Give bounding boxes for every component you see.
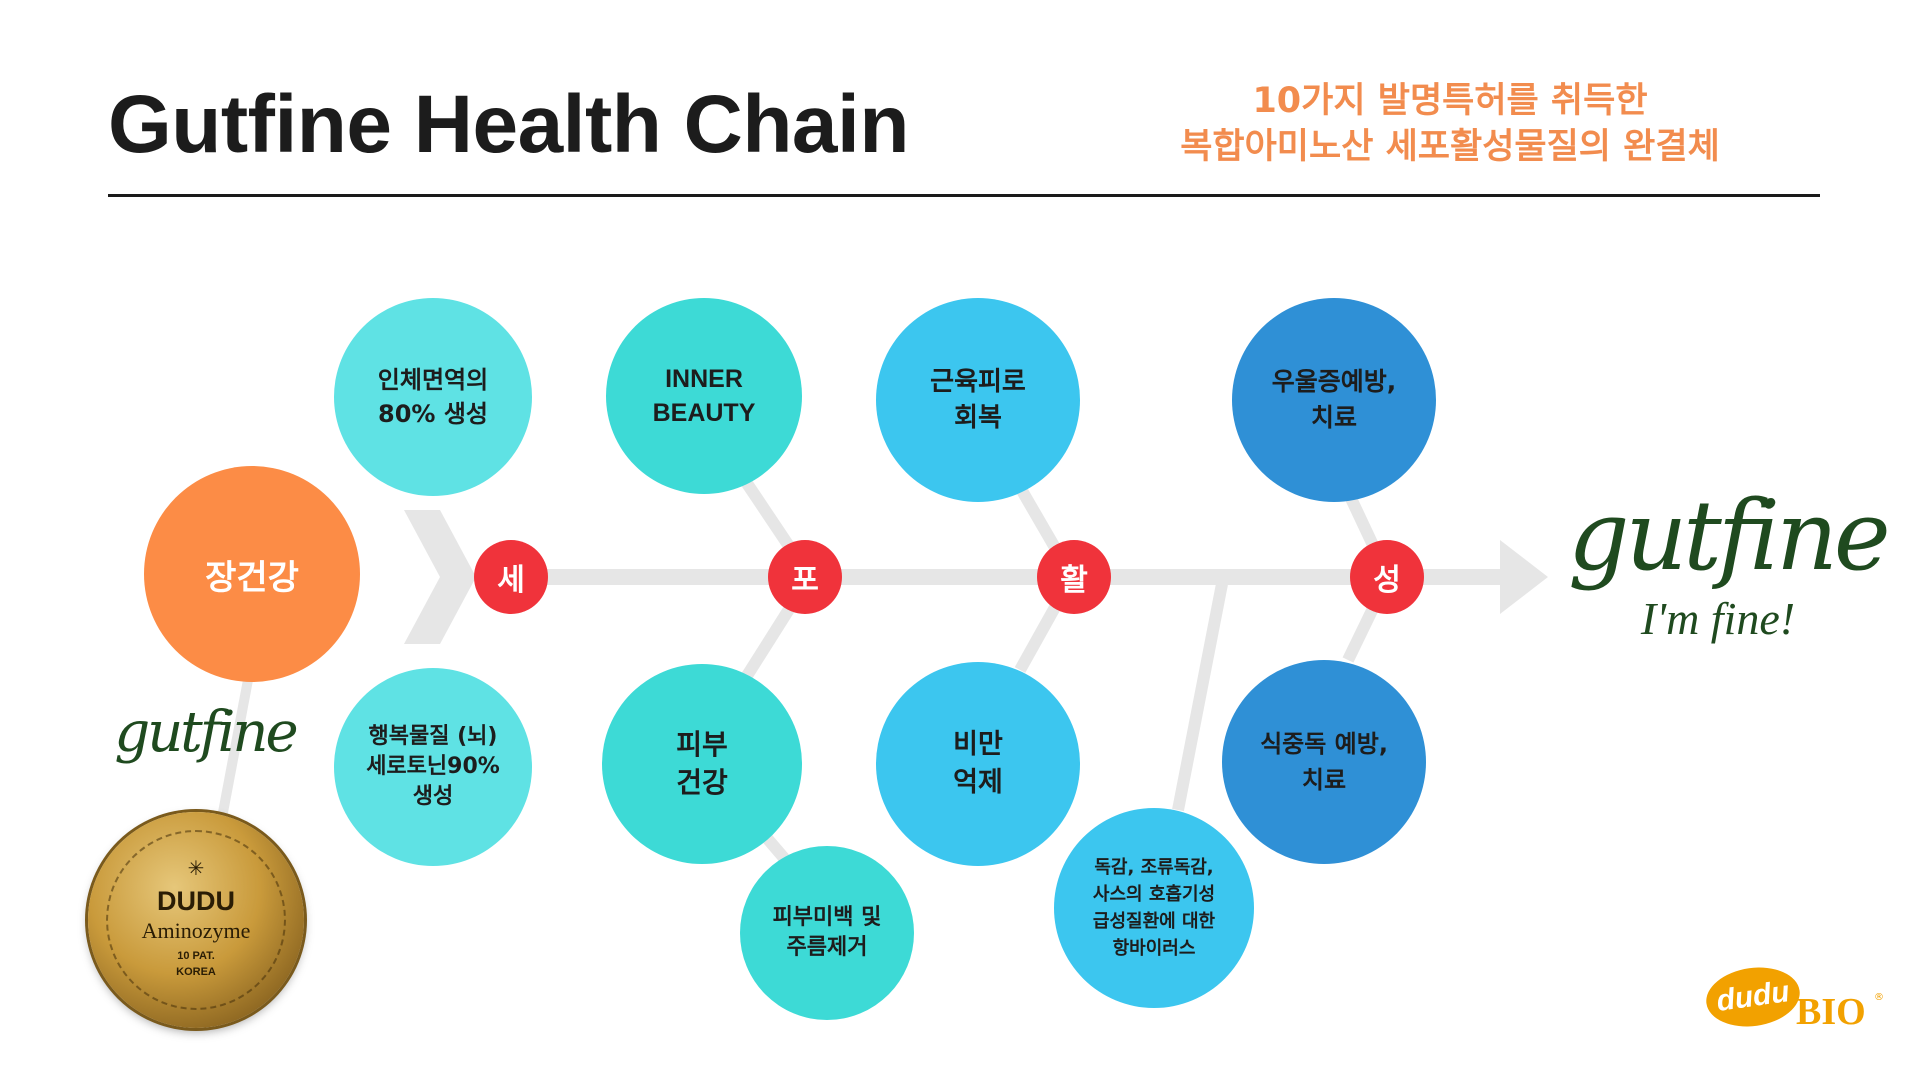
- benefit-muscle-recovery: 근육피로 회복: [876, 298, 1080, 502]
- benefit-inner-beauty: INNER BEAUTY: [606, 298, 802, 494]
- start-node-gut-health: 장건강: [144, 466, 360, 682]
- spine-arrowhead: [1500, 540, 1548, 614]
- tagline: 10가지 발명특허를 취득한 복합아미노산 세포활성물질의 완결체: [1140, 78, 1760, 170]
- benefit-antiviral: 독감, 조류독감, 사스의 호흡기성 급성질환에 대한 항바이러스: [1054, 808, 1254, 1008]
- benefit-serotonin: 행복물질 (뇌) 세로토닌90% 생성: [334, 668, 532, 866]
- benefit-obesity: 비만 억제: [876, 662, 1080, 866]
- seal-line-3: 10 PAT.: [177, 950, 215, 962]
- patent-seal: ✳ DUDU Aminozyme 10 PAT. KOREA: [88, 812, 304, 1028]
- brand-wordmark-small: gutfine: [114, 700, 298, 765]
- page-title: Gutfine Health Chain: [108, 79, 909, 170]
- seal-line-4: KOREA: [176, 966, 216, 978]
- benefit-depression: 우울증예방, 치료: [1232, 298, 1436, 502]
- brand-slogan: I'm fine!: [1640, 593, 1796, 644]
- tagline-line-2: 복합아미노산 세포활성물질의 완결체: [1180, 127, 1720, 167]
- registered-mark: ®: [1874, 992, 1884, 1003]
- benefit-skin-health: 피부 건강: [602, 664, 802, 864]
- tagline-line-1: 10가지 발명특허를 취득한: [1252, 81, 1648, 121]
- seal-line-1: DUDU: [157, 886, 235, 916]
- spine-node-1: 세: [474, 540, 548, 614]
- benefit-skin-whitening: 피부미백 및 주름제거: [740, 846, 914, 1020]
- title-divider: [108, 194, 1820, 197]
- benefit-food-poisoning: 식중독 예방, 치료: [1222, 660, 1426, 864]
- spine-node-4: 성: [1350, 540, 1424, 614]
- branch-line: [1172, 582, 1228, 812]
- seal-star-icon: ✳: [187, 856, 205, 880]
- brand-wordmark: gutfine: [1568, 480, 1891, 592]
- spine-node-3: 활: [1037, 540, 1111, 614]
- seal-laurel-ring: [106, 830, 286, 1010]
- benefit-immunity: 인체면역의 80% 생성: [334, 298, 532, 496]
- spine-node-2: 포: [768, 540, 842, 614]
- chevron-arrow-icon: [404, 510, 476, 644]
- company-logo-text: BIO: [1796, 991, 1866, 1033]
- seal-line-2: Aminozyme: [141, 918, 251, 943]
